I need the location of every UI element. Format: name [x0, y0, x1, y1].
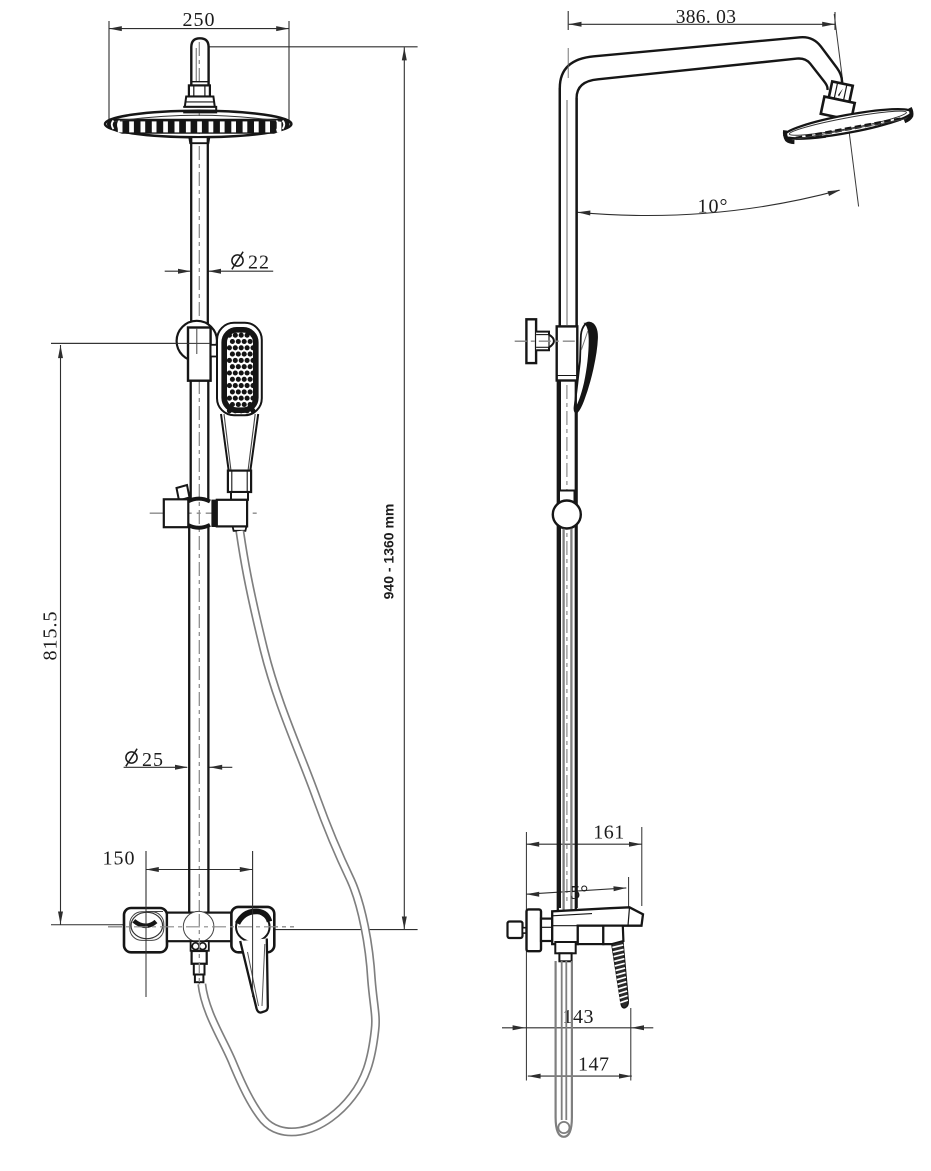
svg-text:10°: 10° [698, 196, 729, 218]
svg-text:147: 147 [578, 1054, 610, 1076]
svg-text:150: 150 [103, 848, 136, 870]
svg-text:386. 03: 386. 03 [676, 7, 737, 28]
svg-text:161: 161 [593, 822, 625, 844]
svg-text:25: 25 [142, 749, 164, 771]
svg-text:815.5: 815.5 [40, 611, 62, 661]
svg-text:250: 250 [183, 9, 216, 31]
svg-text:940 - 1360 mm: 940 - 1360 mm [381, 504, 397, 600]
svg-text:5°: 5° [570, 882, 588, 904]
svg-text:143: 143 [563, 1006, 595, 1028]
svg-text:22: 22 [248, 252, 270, 274]
